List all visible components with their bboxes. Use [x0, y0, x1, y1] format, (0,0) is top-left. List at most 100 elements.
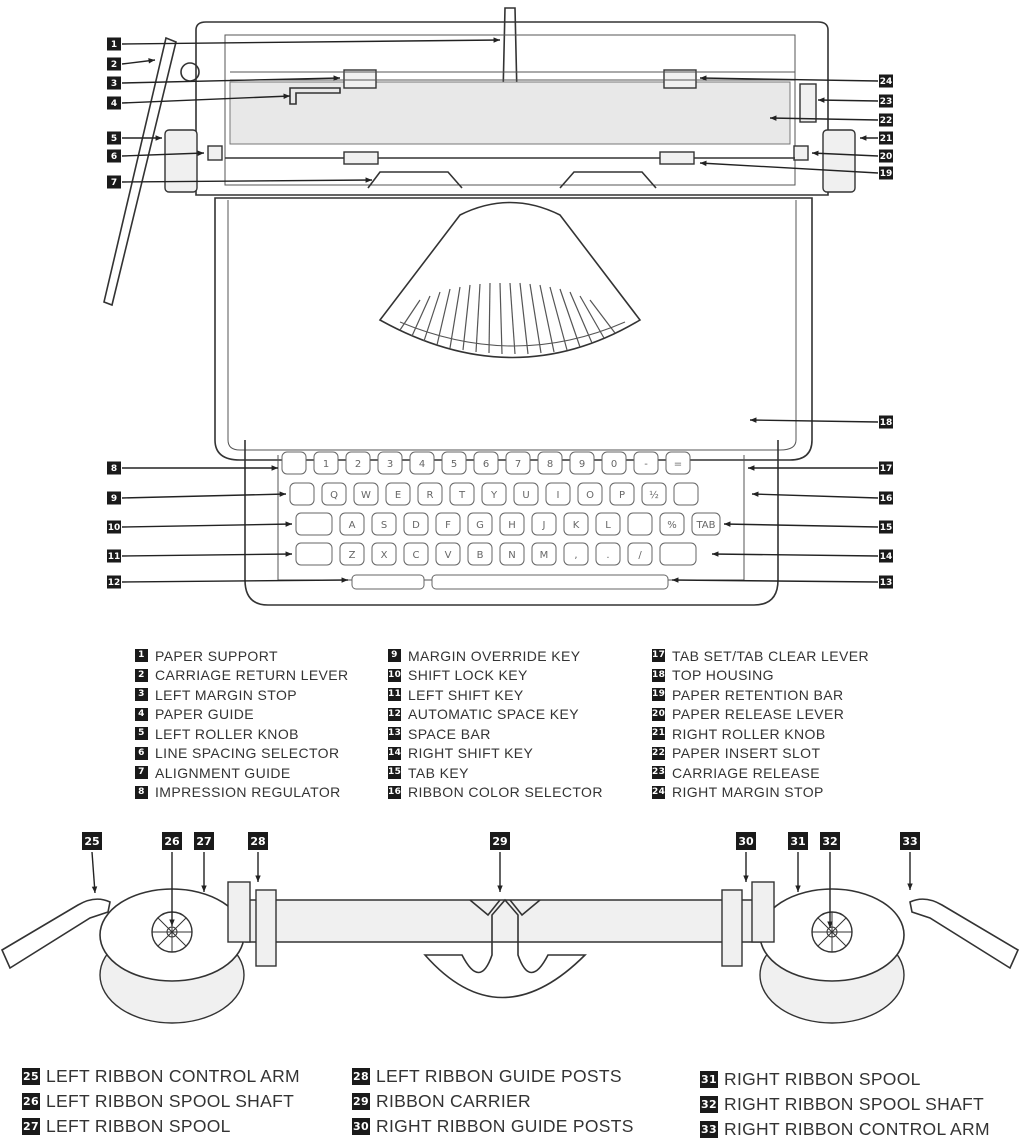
key — [435, 512, 461, 536]
callout-badge-4: 4 — [107, 96, 121, 110]
callout-badge-25: 25 — [82, 832, 102, 850]
carriage-release — [799, 83, 817, 123]
legend-item: 11 LEFT SHIFT KEY — [388, 685, 603, 705]
right-ribbon-guide-posts — [751, 881, 775, 943]
key-label: 7 — [515, 459, 521, 470]
left-margin-stop — [343, 69, 377, 89]
svg-text:26: 26 — [164, 835, 180, 848]
key-label: P — [619, 490, 625, 501]
key — [569, 451, 595, 475]
legend-label: TAB KEY — [408, 764, 469, 781]
legend-label: LEFT RIBBON SPOOL — [46, 1116, 231, 1136]
legend-badge: 28 — [352, 1068, 370, 1085]
key-label: 6 — [483, 459, 489, 470]
callout-arrows — [121, 37, 879, 583]
paper-release-lever — [793, 145, 809, 161]
key-label: E — [395, 490, 401, 501]
callout-badge-2: 2 — [107, 57, 121, 71]
callout-badge-26: 26 — [162, 832, 182, 850]
callout-badge-31: 31 — [788, 832, 808, 850]
svg-text:18: 18 — [880, 418, 893, 428]
legend-label: RIGHT RIBBON SPOOL — [724, 1069, 921, 1089]
key — [313, 451, 339, 475]
legend-label: TOP HOUSING — [672, 667, 774, 684]
svg-text:7: 7 — [111, 178, 117, 188]
key — [641, 482, 667, 506]
legend-label: PAPER GUIDE — [155, 706, 255, 723]
key — [595, 512, 621, 536]
legend-badge: 2 — [135, 668, 148, 682]
key — [403, 512, 429, 536]
svg-text:33: 33 — [902, 835, 917, 848]
legend-badge: 23 — [652, 766, 666, 780]
key — [385, 482, 411, 506]
legend-label: LEFT ROLLER KNOB — [155, 725, 299, 742]
key-label: ½ — [649, 489, 659, 501]
legend-label: LEFT RIBBON GUIDE POSTS — [376, 1066, 622, 1086]
key-label: 5 — [451, 459, 457, 470]
legend-badge: 8 — [135, 785, 148, 799]
legend-badge: 13 — [388, 727, 402, 741]
legend-badge: 10 — [388, 668, 402, 682]
legend-badge: 22 — [652, 746, 666, 760]
key — [473, 451, 499, 475]
key-label: I — [557, 490, 560, 501]
key — [281, 451, 307, 475]
key — [665, 451, 691, 475]
legend-badge: 16 — [388, 785, 402, 799]
key-label: C — [413, 550, 420, 561]
key — [289, 482, 315, 506]
legend-item: 13 SPACE BAR — [388, 724, 603, 744]
callout-badge-18: 18 — [879, 415, 893, 429]
ribbon-shaft — [239, 899, 771, 943]
key — [449, 482, 475, 506]
callout-badge-23: 23 — [879, 94, 893, 108]
legend-badge: 30 — [352, 1118, 370, 1135]
key-label: L — [605, 520, 611, 531]
right-ribbon-control-arm — [909, 898, 1020, 970]
legend-badge: 9 — [388, 649, 401, 663]
svg-text:32: 32 — [822, 835, 837, 848]
key — [403, 542, 429, 566]
paper-guide — [289, 87, 341, 105]
legend-label: SPACE BAR — [408, 725, 491, 742]
legend-label: ALIGNMENT GUIDE — [155, 764, 291, 781]
key — [633, 451, 659, 475]
legend-badge: 11 — [388, 688, 402, 702]
legend-label: PAPER SUPPORT — [155, 647, 278, 664]
legend-badge: 19 — [652, 688, 666, 702]
svg-text:11: 11 — [108, 552, 121, 562]
callout-badge-22: 22 — [879, 113, 893, 127]
legend-badge: 18 — [652, 668, 666, 682]
right-roller-knob — [822, 129, 856, 193]
key-label: K — [573, 520, 580, 531]
callout-badge-21: 21 — [879, 131, 893, 145]
svg-text:16: 16 — [880, 494, 893, 504]
key-label: / — [638, 550, 642, 561]
legend-badge: 25 — [22, 1068, 40, 1085]
key-label: 9 — [579, 459, 585, 470]
key — [545, 482, 571, 506]
key — [353, 482, 379, 506]
key — [467, 512, 493, 536]
key — [537, 451, 563, 475]
callout-badge-14: 14 — [879, 549, 893, 563]
legend-label: MARGIN OVERRIDE KEY — [408, 647, 581, 664]
legend-badge: 33 — [700, 1121, 718, 1138]
callout-badge-30: 30 — [736, 832, 756, 850]
key-label: N — [508, 550, 515, 561]
key-label: - — [644, 459, 648, 470]
svg-text:19: 19 — [880, 169, 893, 179]
callout-badge-1: 1 — [107, 37, 121, 51]
legend-label: LEFT SHIFT KEY — [408, 686, 524, 703]
key — [499, 542, 525, 566]
legend-label: RIGHT ROLLER KNOB — [672, 725, 826, 742]
